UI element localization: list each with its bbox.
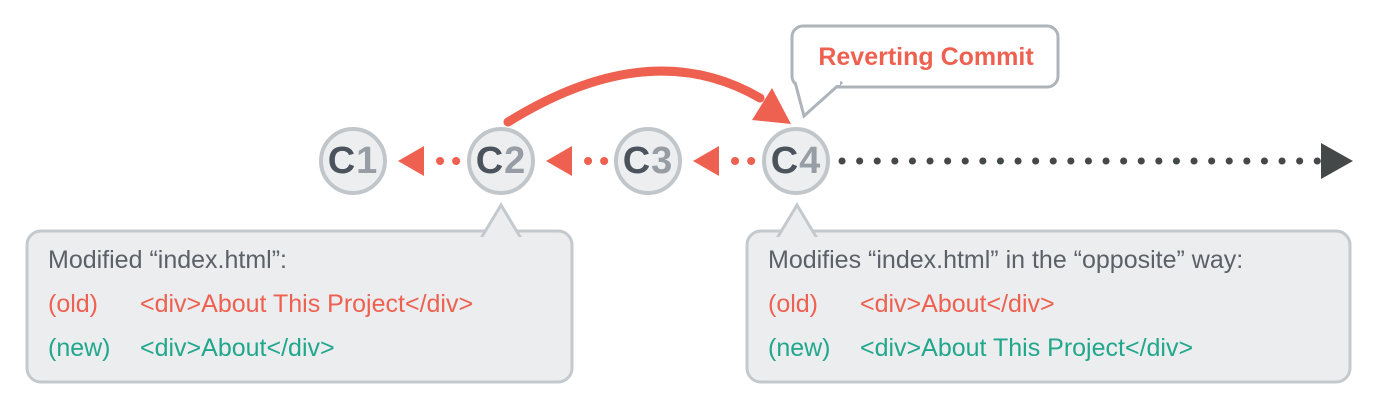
right-box-old-row: (old) <div>About</div>: [768, 288, 1055, 320]
red-arrowhead-left-icon: [546, 146, 572, 176]
new-code: <div>About This Project</div>: [860, 334, 1194, 362]
speech-bubble-tail-mask: [798, 78, 840, 85]
commit-label-c1: C1: [317, 139, 389, 183]
commit-node-c1: [319, 127, 387, 195]
commit-number: 2: [504, 140, 527, 182]
old-code: <div>About</div>: [860, 290, 1055, 318]
commit-letter: C: [770, 140, 800, 182]
future-timeline: [838, 143, 1353, 179]
right-box-heading: Modifies “index.html” in the “opposite” …: [768, 246, 1244, 274]
commit-letter: C: [622, 140, 652, 182]
revert-arc: [503, 66, 765, 127]
red-arrowhead-left-icon: [398, 146, 424, 176]
speech-bubble: [790, 24, 1060, 119]
commit-label-c2: C2: [465, 139, 537, 183]
callout-tail-mask: [772, 237, 822, 249]
callout-box-c4: [745, 202, 1352, 384]
new-label: (new): [768, 334, 831, 362]
commit-node-c4: [762, 127, 830, 195]
reverting-commit-label: Reverting Commit: [818, 43, 1034, 71]
left-box-heading: Modified “index.html”:: [48, 246, 287, 274]
right-box-new-row: (new) <div>About This Project</div>: [768, 332, 1193, 364]
parent-arrow-c3-to-c2: [546, 146, 623, 176]
speech-bubble-tail-icon: [793, 80, 844, 119]
parent-arrow-c2-to-c1: [398, 146, 475, 176]
callout-box-c2: [25, 202, 574, 384]
commit-letter: C: [475, 140, 505, 182]
callout-tail-mask: [476, 237, 526, 249]
callout-tail-up-icon: [774, 202, 820, 241]
commit-number: 3: [651, 140, 674, 182]
left-box-new-row: (new) <div>About</div>: [48, 332, 335, 364]
callout-box-left-bg: [25, 229, 574, 384]
commit-node-c2: [467, 127, 535, 195]
callout-box-right-bg: [745, 229, 1352, 384]
left-box-old-row: (old) <div>About This Project</div>: [48, 288, 473, 320]
dark-arrowhead-right-icon: [1321, 143, 1353, 179]
new-label: (new): [48, 334, 111, 362]
old-code: <div>About This Project</div>: [140, 290, 474, 318]
speech-bubble-bg: [790, 24, 1060, 89]
new-code: <div>About</div>: [140, 334, 335, 362]
old-label: (old): [48, 290, 99, 318]
commit-node-c3: [614, 127, 682, 195]
revert-arrow-c2-to-c4: [503, 66, 791, 127]
parent-arrow-c4-to-c3: [693, 146, 770, 176]
callout-tail-up-icon: [478, 202, 524, 241]
commit-number: 1: [356, 140, 379, 182]
commit-label-c3: C3: [612, 139, 684, 183]
commit-letter: C: [327, 140, 357, 182]
commit-label-c4: C4: [760, 139, 832, 183]
revert-arrowhead-icon: [752, 88, 791, 124]
red-arrowhead-left-icon: [693, 146, 719, 176]
old-label: (old): [768, 290, 819, 318]
commit-number: 4: [799, 140, 822, 182]
